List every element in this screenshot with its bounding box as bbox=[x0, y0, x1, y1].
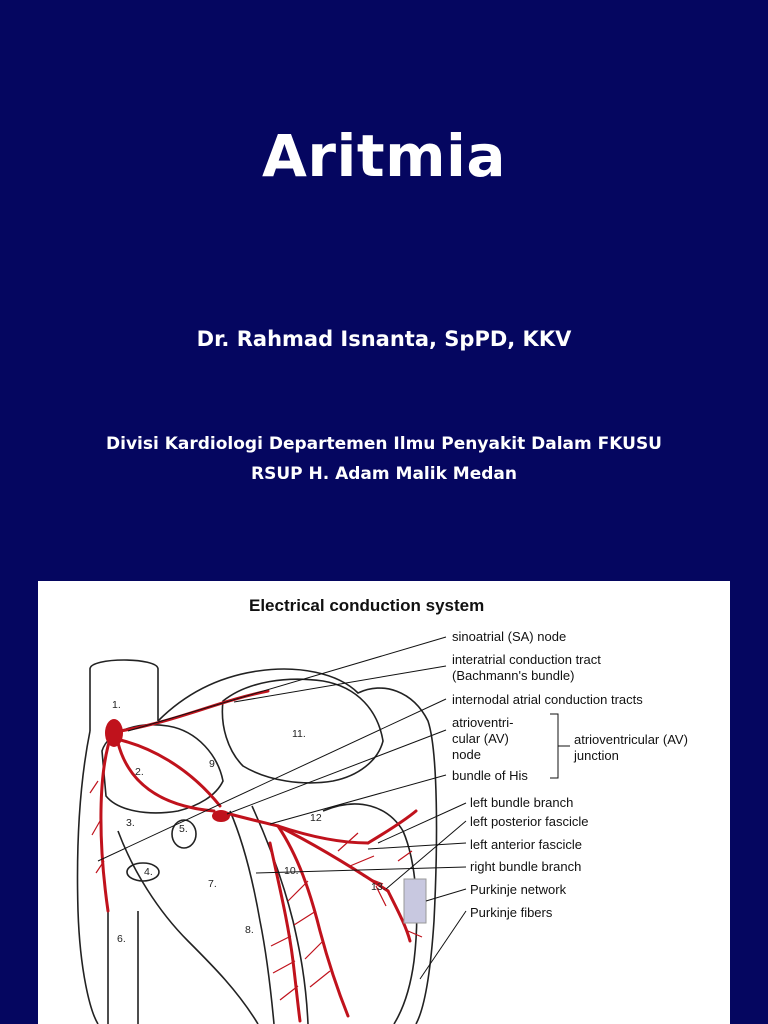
label-av-node-line2: cular (AV) bbox=[452, 731, 509, 746]
conduction-system-figure: Electrical conduction system bbox=[38, 581, 730, 1024]
number-3: 3. bbox=[126, 817, 135, 829]
label-av-junction-line1: atrioventricular (AV) bbox=[574, 732, 688, 747]
number-12: 12 bbox=[310, 812, 322, 824]
label-bundle-of-his: bundle of His bbox=[452, 768, 528, 783]
label-interatrial-tract: interatrial conduction tract bbox=[452, 652, 601, 667]
slide-title: Aritmia bbox=[261, 122, 507, 190]
av-node bbox=[212, 810, 230, 822]
label-internodal-tracts: internodal atrial conduction tracts bbox=[452, 692, 643, 707]
affiliation-line-2: RSUP H. Adam Malik Medan bbox=[250, 464, 517, 484]
label-bachmanns-bundle: (Bachmann's bundle) bbox=[452, 668, 574, 683]
label-sa-node: sinoatrial (SA) node bbox=[452, 629, 566, 644]
conduction-pathways bbox=[99, 689, 418, 1023]
number-6: 6. bbox=[117, 933, 126, 945]
number-11: 11. bbox=[292, 728, 306, 740]
number-13: 13. bbox=[371, 881, 386, 893]
av-junction-bracket bbox=[550, 713, 570, 779]
label-left-anterior-fascicle: left anterior fascicle bbox=[470, 837, 582, 852]
sa-node bbox=[105, 719, 123, 747]
number-5: 5. bbox=[179, 823, 188, 835]
author-name: Dr. Rahmad Isnanta, SpPD, KKV bbox=[196, 327, 572, 351]
label-av-node-line1: atrioventri- bbox=[452, 715, 513, 730]
affiliation-line-1: Divisi Kardiologi Departemen Ilmu Penyak… bbox=[106, 434, 662, 454]
label-purkinje-network: Purkinje network bbox=[470, 882, 567, 897]
label-left-bundle-branch: left bundle branch bbox=[470, 795, 573, 810]
heart-outline bbox=[76, 659, 438, 1024]
heart-diagram: Electrical conduction system bbox=[76, 596, 688, 1024]
purkinje-highlight bbox=[403, 878, 427, 924]
number-4: 4. bbox=[144, 866, 153, 878]
number-9: 9 bbox=[209, 758, 215, 770]
label-right-bundle-branch: right bundle branch bbox=[470, 859, 581, 874]
number-7: 7. bbox=[208, 878, 217, 890]
label-av-junction-line2: junction bbox=[573, 748, 619, 763]
leader-lines bbox=[97, 636, 467, 980]
number-8: 8. bbox=[245, 924, 254, 936]
label-av-node-line3: node bbox=[452, 747, 481, 762]
number-2: 2. bbox=[135, 766, 144, 778]
label-left-posterior-fascicle: left posterior fascicle bbox=[470, 814, 589, 829]
figure-title: Electrical conduction system bbox=[249, 596, 484, 615]
number-1: 1. bbox=[112, 699, 121, 711]
number-10: 10. bbox=[284, 865, 299, 877]
label-purkinje-fibers: Purkinje fibers bbox=[470, 905, 553, 920]
